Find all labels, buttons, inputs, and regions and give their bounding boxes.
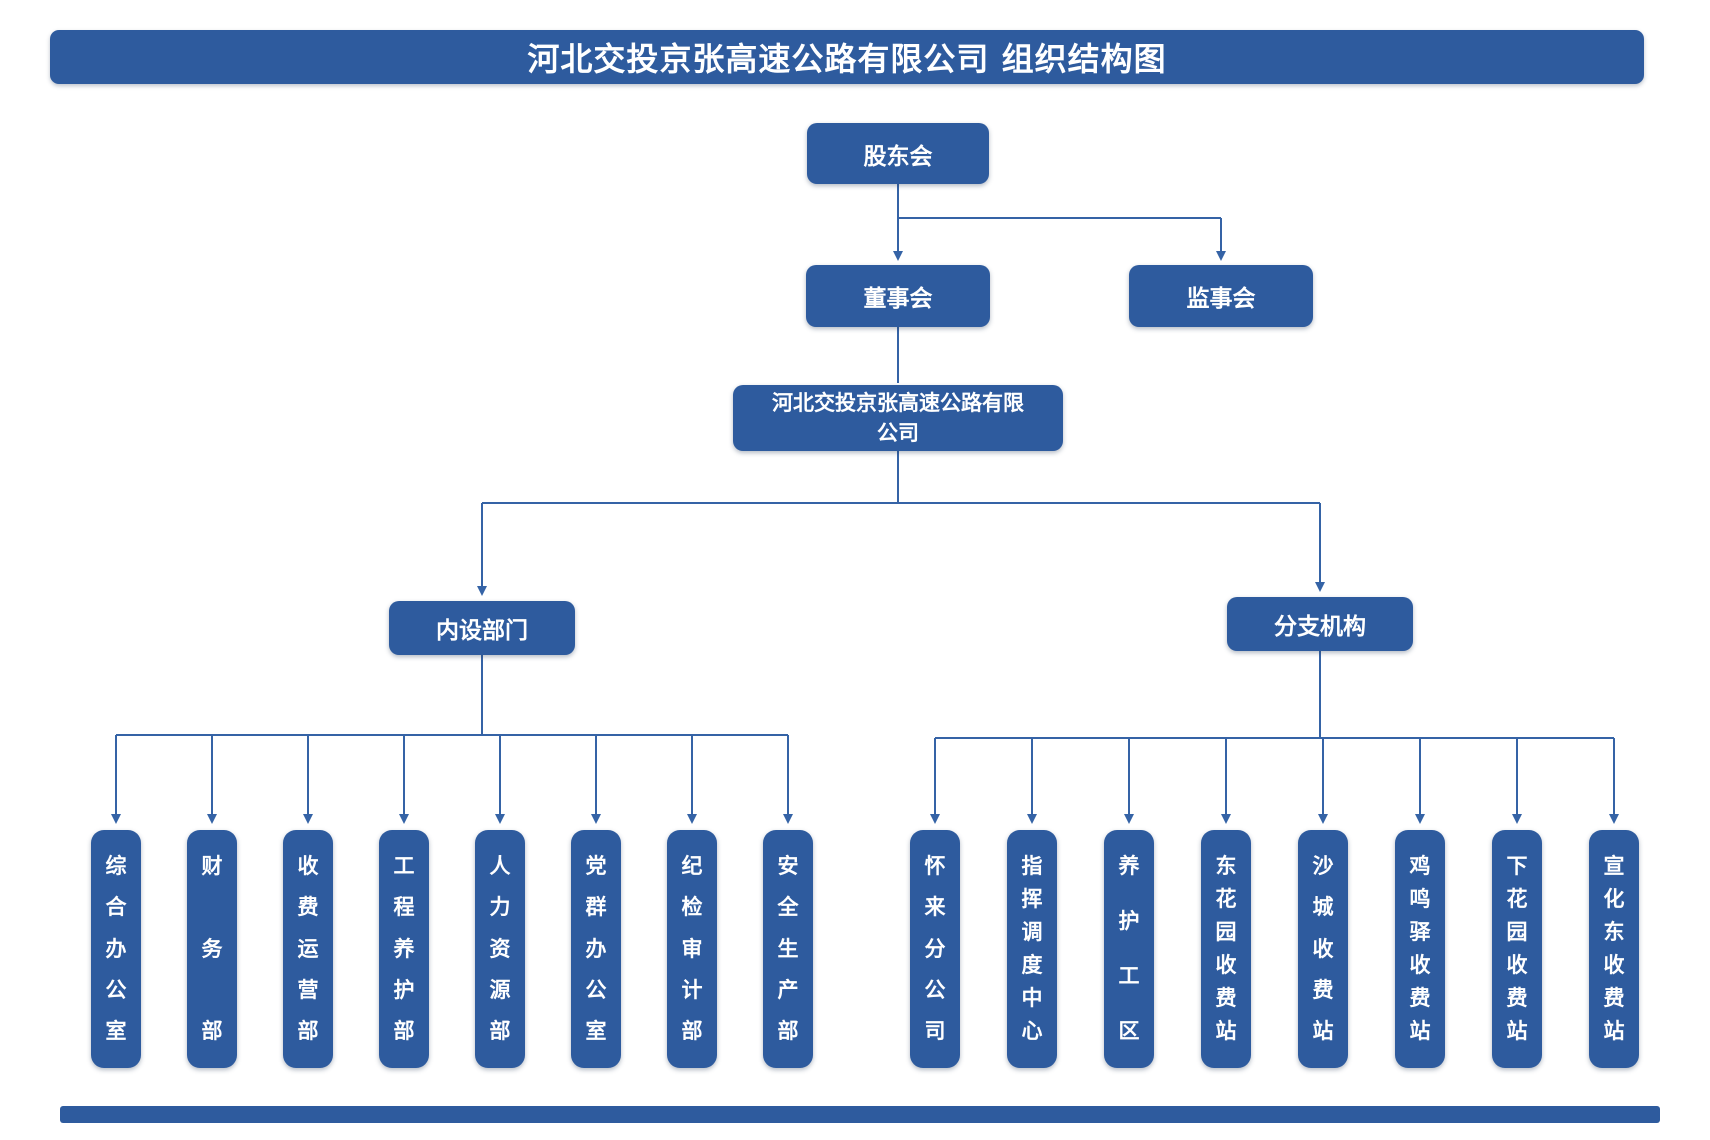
org-leaf: 人力资源部 <box>475 830 525 1068</box>
org-leaf: 怀来分公司 <box>910 830 960 1068</box>
node-branch-organizations: 分支机构 <box>1227 597 1413 651</box>
org-leaf: 宣化东收费站 <box>1589 830 1639 1068</box>
org-leaf: 东花园收费站 <box>1201 830 1251 1068</box>
org-leaf: 综合办公室 <box>91 830 141 1068</box>
org-leaf: 下花园收费站 <box>1492 830 1542 1068</box>
org-leaf: 纪检审计部 <box>667 830 717 1068</box>
bottom-bar <box>60 1106 1660 1123</box>
org-leaf: 工程养护部 <box>379 830 429 1068</box>
node-supervisory-board: 监事会 <box>1129 265 1313 327</box>
org-leaf: 指挥调度中心 <box>1007 830 1057 1068</box>
org-leaf: 养护工区 <box>1104 830 1154 1068</box>
chart-title: 河北交投京张高速公路有限公司 组织结构图 <box>527 40 1167 78</box>
org-leaf: 收费运营部 <box>283 830 333 1068</box>
org-leaf: 安全生产部 <box>763 830 813 1068</box>
org-leaf: 财务部 <box>187 830 237 1068</box>
node-company: 河北交投京张高速公路有限公司 <box>733 385 1063 451</box>
chart-title-bar: 河北交投京张高速公路有限公司 组织结构图 <box>50 30 1644 84</box>
node-internal-departments: 内设部门 <box>389 601 575 655</box>
node-shareholders-meeting: 股东会 <box>807 123 989 184</box>
org-leaf: 沙城收费站 <box>1298 830 1348 1068</box>
org-leaf: 鸡鸣驿收费站 <box>1395 830 1445 1068</box>
node-board-of-directors: 董事会 <box>806 265 990 327</box>
org-leaf: 党群办公室 <box>571 830 621 1068</box>
